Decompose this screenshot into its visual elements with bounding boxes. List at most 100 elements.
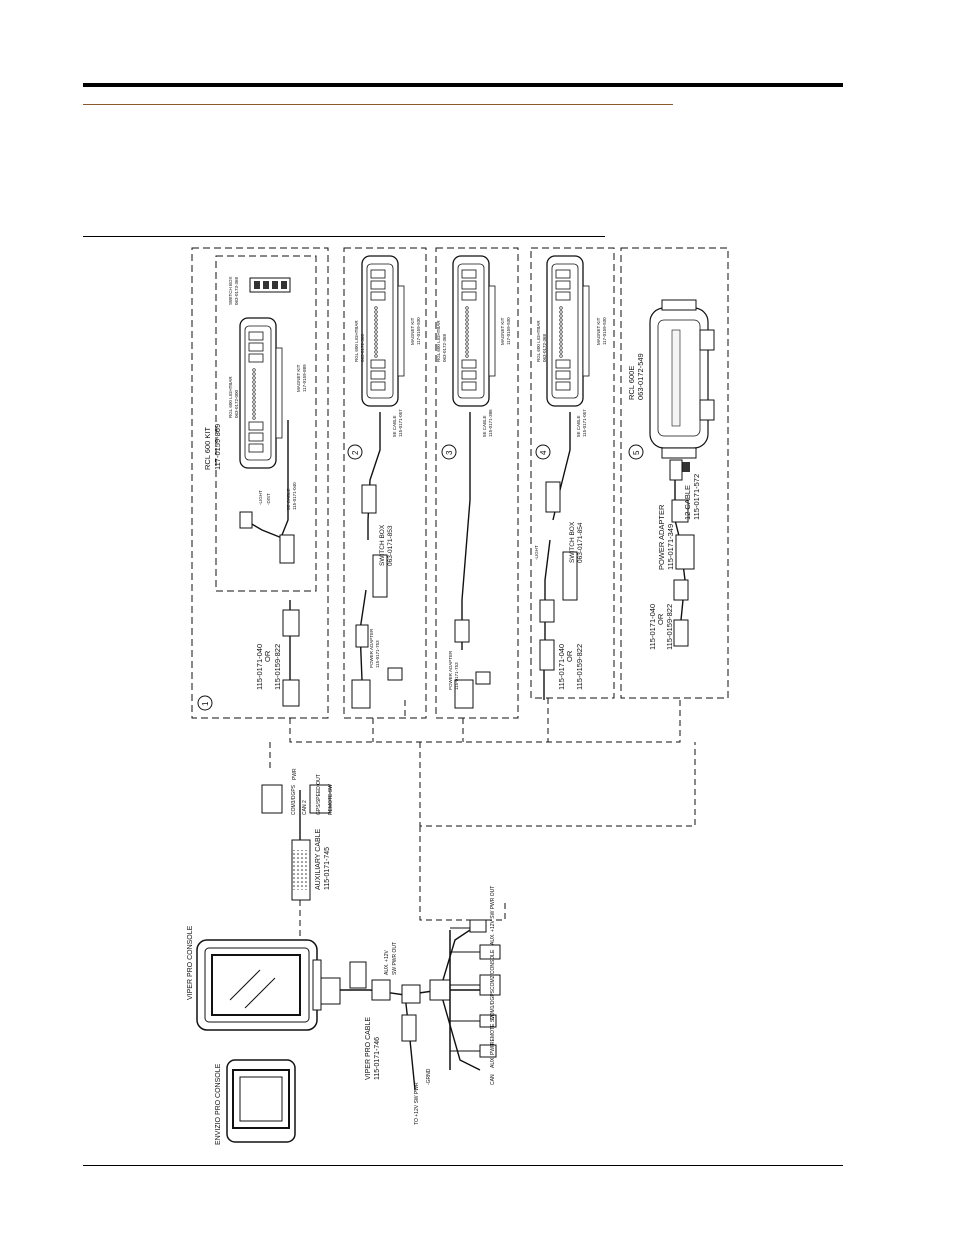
viper-port-auxpwr: AUX. PWR	[490, 1043, 496, 1068]
lightbar-group	[239, 255, 590, 469]
kit2-lightbar	[361, 255, 405, 407]
viper-port-com2: COM2/CONSOLE	[490, 949, 496, 990]
kit1-switch-label: SWITCH BOX	[228, 276, 233, 305]
kit1-lightbar-part: 063-0172-000	[234, 389, 239, 418]
kit5-cable-label: 12 CABLE	[683, 485, 692, 520]
kit4-magnet-label: MAGNET KIT	[596, 317, 601, 345]
viper-port-remote: REMOTE SW	[490, 1014, 496, 1045]
kit2-lightbar-part: 063-0172-368	[360, 333, 365, 362]
kit4-lightbar	[546, 255, 590, 407]
kit1-switch-part: 063-0173-368	[234, 276, 239, 305]
kit2-cable-part: 115-0171-057	[398, 409, 403, 437]
aux-cable-name: AUXILIARY CABLE	[315, 828, 322, 890]
kit3-cable-label: 5E CABLE	[482, 415, 487, 437]
viper-port-com1: COM1/DGPS	[490, 989, 496, 1020]
envizio-pro-console	[226, 1059, 296, 1143]
kit4-lamp-label: -LIGHT	[534, 545, 539, 560]
kit1-or-b: 115-0159-822	[273, 644, 282, 690]
kit1-or-a: 115-0171-040	[255, 644, 264, 690]
kit4-switch-box	[562, 551, 578, 601]
kit1-magnet-part: 117-0159-889	[302, 364, 307, 392]
aux-cable-part: 115-0171-745	[324, 847, 331, 890]
kit4-or-b: 115-0159-822	[575, 644, 584, 690]
header-rule	[83, 83, 843, 87]
viper-cable-battery2: -GRND	[426, 1068, 432, 1085]
footer-rule	[83, 1165, 843, 1166]
viper-pro-console	[196, 939, 322, 1031]
kit2-adapter-part: 115-0171-753	[375, 640, 380, 668]
kit1-switch-box	[249, 277, 291, 293]
kit2-lightbar-label: RGL 600 LIGHTBAR	[354, 320, 359, 362]
kit4-box	[530, 247, 615, 699]
kit3-magnet-label: MAGNET KIT	[500, 317, 505, 345]
aux-port-can2: CAN 2	[302, 800, 308, 815]
kit2-magnet-label: MAGNET KIT	[410, 317, 415, 345]
kit1-number: 1	[201, 701, 210, 706]
kit5-cable-part: 115-0171-572	[692, 474, 701, 520]
kit2-cable-label: 5E CABLE	[392, 415, 397, 437]
kit3-number: 3	[445, 450, 454, 455]
viper-cable-name: VIPER PRO CABLE	[365, 1017, 372, 1080]
kit2-adapter-label: POWER ADAPTER	[369, 628, 374, 668]
kit3-lightbar-part: 063-0172-368	[442, 333, 447, 362]
kit4-or-a: 115-0171-040	[557, 644, 566, 690]
kit1-part: 117-0159-869	[213, 424, 222, 470]
kit4-cable-label: 5E CABLE	[576, 415, 581, 437]
kit4-lightbar-label: RGL 600 LIGHTBAR	[536, 320, 541, 362]
kit1-inner-box	[215, 255, 317, 592]
kit1-lightbar	[239, 317, 283, 469]
viper-cable-aux: AUX. +12V	[384, 949, 390, 975]
kit5-part: 063-0172-549	[636, 353, 645, 400]
aux-port-remote: REMOTE SW	[328, 784, 334, 815]
aux-port-gps: GPS/SPEED OUT	[316, 774, 322, 815]
section-rule	[83, 104, 673, 105]
kit4-switch-label: SWITCH BOX	[569, 521, 576, 563]
kit1-lamp2-label: -DIST	[266, 493, 271, 505]
kit2-box	[343, 247, 427, 719]
rcl-600e-unit	[649, 299, 715, 472]
caption-rule	[83, 236, 605, 237]
kit3-box	[435, 247, 519, 719]
envizio-console-label: ENVIZIO PRO CONSOLE	[215, 1063, 222, 1145]
kit5-adapter-part: 115-0171-349	[666, 524, 675, 570]
kit5-name: RCL 600E	[627, 366, 636, 400]
kit4-cable-part: 115-0171-057	[582, 409, 587, 437]
kit5-box	[620, 247, 729, 699]
kit2-magnet-part: 117-0159-930	[416, 317, 421, 345]
aux-port-com3: COM3/DGPS	[291, 784, 297, 815]
kit3-magnet-part: 117-0159-930	[506, 317, 511, 345]
kit1-or-word: OR	[263, 650, 272, 662]
kit4-magnet-part: 117-0159-930	[602, 317, 607, 345]
aux-port-pwr: PWR	[292, 768, 298, 780]
viper-port-can: CAN	[490, 1074, 496, 1085]
viper-port-aux12v: AUX. +12V SW PWR OUT	[490, 886, 496, 945]
kit1-cable-label: 5E CABLE	[286, 488, 291, 510]
kit1-lamp-label: -LIGHT	[258, 490, 263, 505]
kit2-switch-box	[372, 554, 388, 598]
kit5-or-a: 115-0171-040	[648, 604, 657, 650]
kit5-number: 5	[632, 450, 641, 455]
kit5-or-b: 115-0159-822	[665, 604, 674, 650]
kit1-name: RCL 600 KIT	[203, 427, 212, 470]
kit4-number: 4	[539, 450, 548, 455]
viper-console-label: VIPER PRO CONSOLE	[187, 925, 194, 1000]
viper-cable-part: 115-0171-746	[374, 1037, 381, 1080]
kit3-adapter-part: 115-0171-753	[454, 662, 459, 690]
kit3-adapter-label: POWER ADAPTER	[448, 650, 453, 690]
kit4-or-word: OR	[565, 650, 574, 662]
kit1-cable-part: 115-0171-040	[292, 482, 297, 510]
kit1-magnet-label: MAGNET KIT	[296, 364, 301, 392]
kit2-number: 2	[351, 450, 360, 455]
kit3-lightbar-label: RGL 600 LIGHTBAR	[436, 320, 441, 362]
kit2-switch-part: 063-0171-853	[387, 525, 394, 566]
kit1-box	[191, 247, 329, 719]
kit4-lightbar-part: 063-0172-368	[542, 333, 547, 362]
kit4-switch-part: 063-0171-854	[577, 522, 584, 563]
viper-cable-battery: TO +12V SW PWR	[414, 1082, 420, 1125]
kit3-lightbar	[452, 255, 496, 407]
kit3-cable-part: 115-0171-386	[488, 409, 493, 437]
viper-cable-aux2: SW PWR OUT	[392, 942, 398, 975]
kit2-switch-label: SWITCH BOX	[379, 524, 386, 566]
